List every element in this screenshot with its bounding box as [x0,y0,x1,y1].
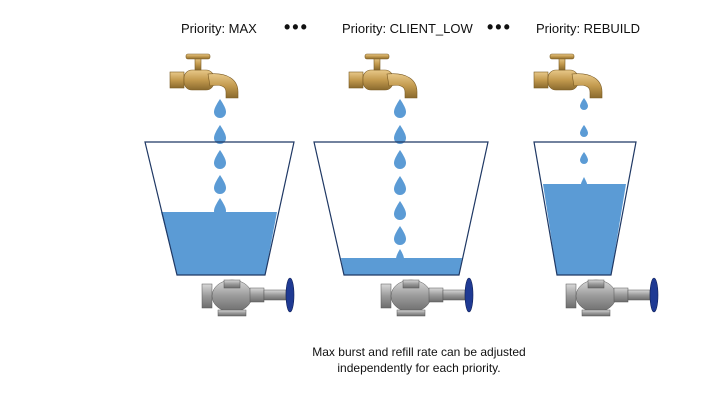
water-level [161,212,277,275]
bucket-icon [144,141,295,276]
water-level [341,258,462,275]
separator-dots: ••• [284,17,309,37]
water-drop-icon [214,175,226,194]
valve-icon [380,277,474,317]
valve-icon [201,277,295,317]
water-drop-icon [580,98,588,110]
priority-label-max: Priority: MAX [181,21,257,36]
priority-max-group [144,53,295,317]
faucet-icon [348,53,418,99]
water-drop-icon [580,125,588,137]
water-drop-icon [394,201,406,220]
valve-icon [565,277,659,317]
separator-dots: ••• [487,17,512,37]
priority-client-low-group [313,53,489,317]
water-drop-icon [580,152,588,164]
water-drop-icon [394,99,406,118]
water-drop-icon [214,150,226,169]
bucket-icon [313,141,489,276]
caption-text: Max burst and refill rate can be adjuste… [312,345,526,375]
water-drop-icon [394,125,406,144]
priority-label-rebuild: Priority: REBUILD [536,21,641,36]
faucet-icon [169,53,239,99]
water-level [543,184,626,275]
water-drop-icon [394,176,406,195]
priority-rebuild-group [533,53,659,317]
priority-label-client-low: Priority: CLIENT_LOW [342,21,473,36]
water-drop-icon [394,226,406,245]
faucet-icon [533,53,603,99]
water-drop-icon [214,125,226,144]
water-drop-icon [394,150,406,169]
water-drop-icon [214,99,226,118]
bucket-icon [533,141,637,276]
